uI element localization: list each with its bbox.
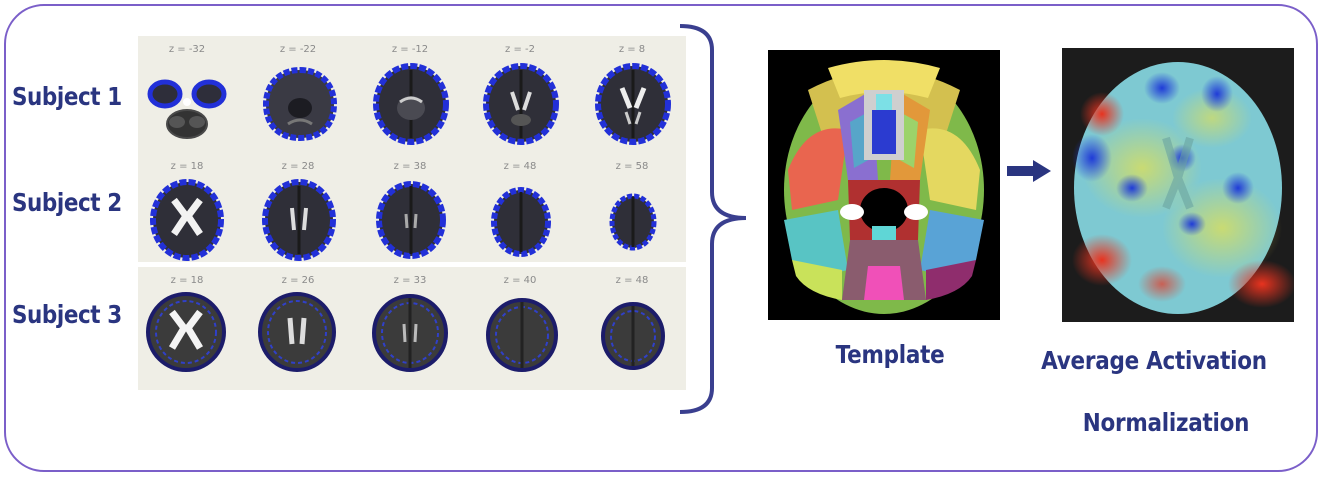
slice-label: z = 48 xyxy=(615,275,649,286)
slice-label: z = -32 xyxy=(168,44,206,55)
brain-slice-image xyxy=(262,179,336,261)
slice-label: z = 58 xyxy=(615,161,649,172)
brain-slice-image xyxy=(483,63,559,145)
subject-2-label: Subject 2 xyxy=(12,188,122,217)
brain-slice-image xyxy=(262,66,338,142)
curly-bracket xyxy=(679,24,747,414)
brain-slice-image xyxy=(150,179,224,261)
slice-label: z = 33 xyxy=(393,275,427,286)
brain-slice-image xyxy=(372,294,448,372)
brain-slice-image xyxy=(147,79,227,139)
brain-slice-image xyxy=(595,63,671,145)
slice-label: z = 38 xyxy=(393,161,427,172)
template-caption: Template xyxy=(835,340,945,369)
subject-3-label: Subject 3 xyxy=(12,300,122,329)
slice-label: z = 48 xyxy=(503,161,537,172)
average-activation-caption: Average Activation xyxy=(1041,346,1267,375)
brain-slice-image xyxy=(491,187,551,257)
slice-label: z = 26 xyxy=(281,275,315,286)
slice-label: z = 18 xyxy=(170,161,204,172)
brain-slice-image xyxy=(609,193,657,251)
brain-slice-image xyxy=(601,302,665,370)
slice-label: z = -22 xyxy=(279,44,317,55)
normalization-caption: Normalization xyxy=(1082,408,1250,437)
brain-slice-image xyxy=(376,181,446,259)
subject-1-label: Subject 1 xyxy=(12,82,122,111)
template-atlas-image xyxy=(768,50,1000,320)
slice-label: z = 28 xyxy=(281,161,315,172)
row-divider xyxy=(138,262,686,267)
brain-slice-image xyxy=(146,292,226,372)
slice-label: z = 18 xyxy=(170,275,204,286)
slice-label: z = 40 xyxy=(503,275,537,286)
slice-label: z = -2 xyxy=(505,44,535,55)
slice-label: z = 8 xyxy=(618,44,646,55)
brain-slice-image xyxy=(486,298,558,372)
slice-label: z = -12 xyxy=(391,44,429,55)
brain-slice-image xyxy=(373,63,449,145)
brain-slice-image xyxy=(258,292,336,372)
activation-map-image xyxy=(1062,48,1294,322)
right-arrow-icon xyxy=(1007,160,1051,182)
